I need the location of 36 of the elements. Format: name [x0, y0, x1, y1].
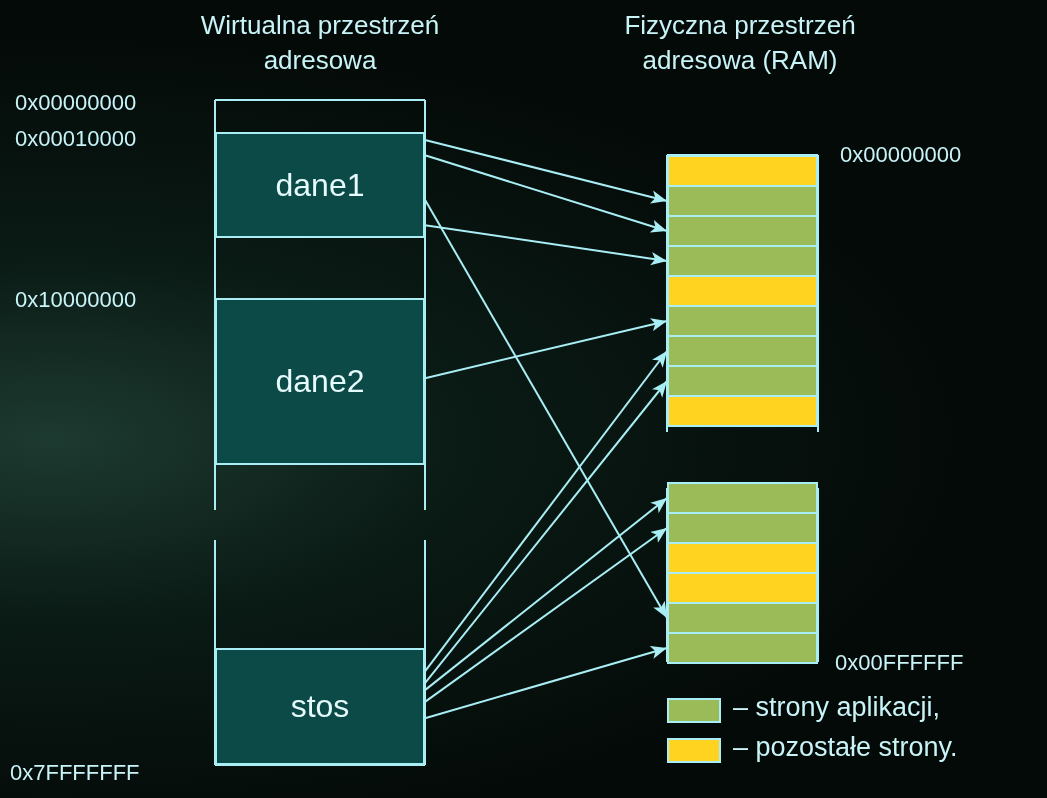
address-label: 0x7FFFFFFF	[10, 760, 140, 786]
arrow	[424, 646, 668, 720]
arrow	[424, 198, 668, 619]
memory-region: stos	[215, 648, 425, 765]
memory-page	[667, 335, 818, 367]
address-label: 0x00000000	[840, 142, 962, 168]
arrow	[424, 497, 668, 692]
column-heading: Wirtualna przestrzeń adresowa	[200, 10, 440, 75]
arrow	[424, 527, 668, 703]
memory-page	[667, 542, 818, 574]
memory-page	[667, 482, 818, 514]
memory-page	[667, 602, 818, 634]
memory-page	[667, 215, 818, 247]
legend-label: – pozostałe strony.	[733, 732, 958, 763]
memory-page	[667, 572, 818, 604]
memory-page	[667, 185, 818, 217]
column-heading: Fizyczna przestrzeń adresowa (RAM)	[624, 10, 856, 75]
memory-page	[667, 395, 818, 427]
memory-page	[667, 275, 818, 307]
memory-region: dane1	[215, 132, 425, 238]
memory-page	[667, 305, 818, 337]
arrow	[424, 318, 668, 380]
arrow	[424, 224, 668, 266]
address-label: 0x00FFFFFF	[835, 650, 964, 676]
arrow	[424, 154, 668, 233]
memory-page	[667, 365, 818, 397]
memory-page	[667, 245, 818, 277]
memory-page	[667, 632, 818, 664]
memory-page	[667, 512, 818, 544]
memory-region: dane2	[215, 298, 425, 465]
legend-label: – strony aplikacji,	[733, 692, 941, 723]
arrow	[424, 138, 668, 204]
address-label: 0x00010000	[15, 126, 137, 152]
address-label: 0x00000000	[15, 90, 137, 116]
memory-page	[667, 155, 818, 187]
address-label: 0x10000000	[15, 287, 137, 313]
